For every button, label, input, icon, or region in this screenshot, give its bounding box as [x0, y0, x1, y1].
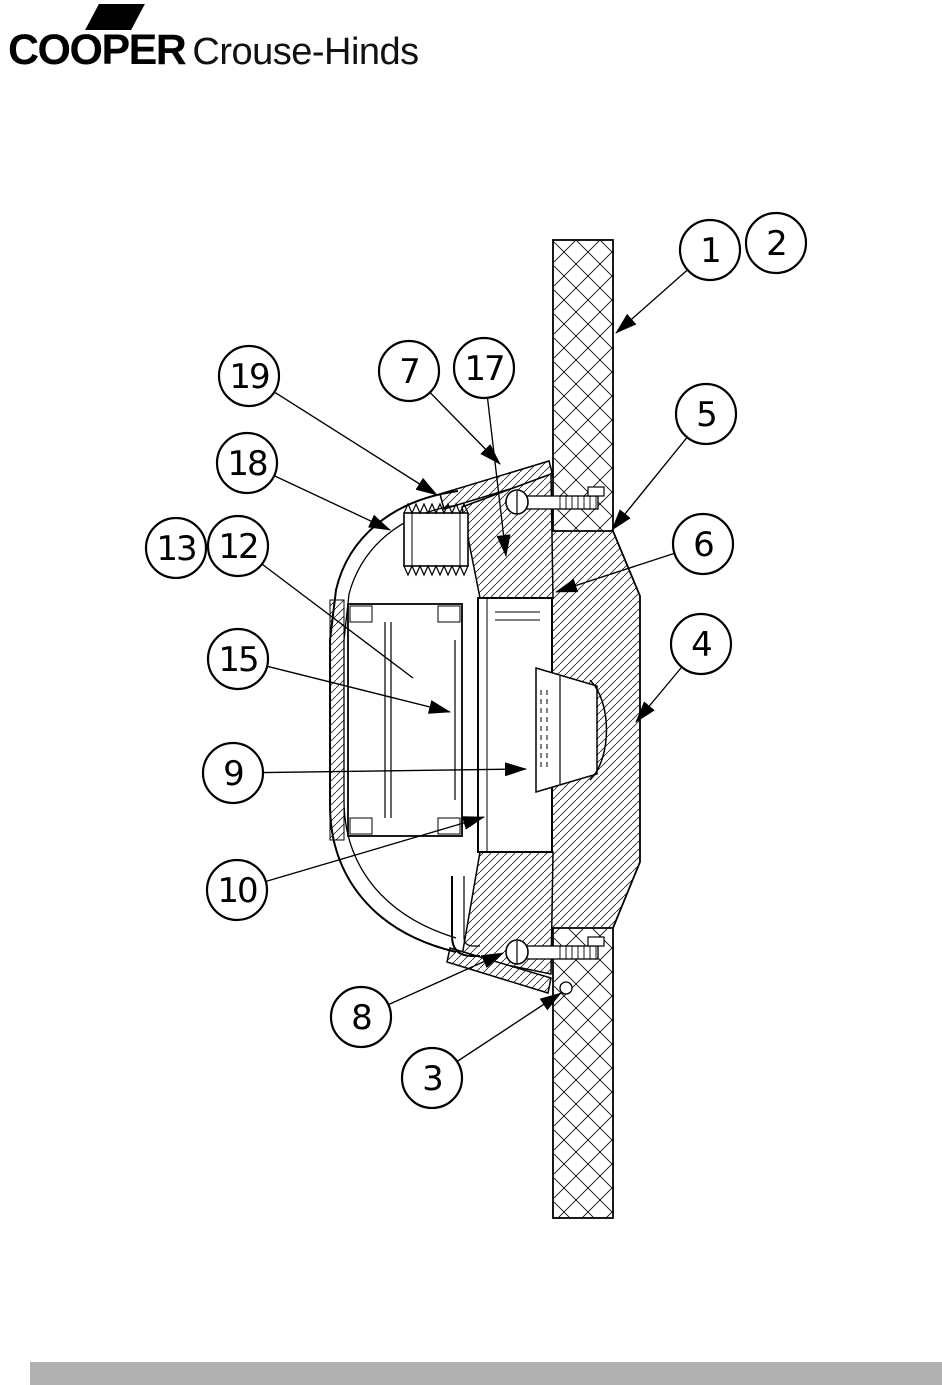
- callout-balloon-15: 15: [206, 627, 270, 691]
- footer-bar: [30, 1362, 942, 1385]
- callout-balloon-19: 19: [217, 344, 281, 408]
- callout-balloon-4: 4: [669, 612, 733, 676]
- balloon-label-18: 18: [227, 444, 267, 484]
- balloon-label-5: 5: [696, 395, 716, 435]
- balloon-label-13: 13: [156, 529, 195, 569]
- logo-subbrand-text: Crouse-Hinds: [192, 31, 419, 73]
- balloon-circle-4: [669, 612, 733, 676]
- balloon-circle-18: [215, 431, 279, 495]
- balloon-circle-12: [206, 514, 270, 578]
- top-cover-plate: [439, 460, 554, 510]
- balloon-label-17: 17: [464, 349, 503, 389]
- lamp-reflector: [535, 666, 608, 794]
- leader-line-12: [237, 545, 414, 679]
- callout-balloon-6: 6: [671, 512, 735, 576]
- lower-neck-section: [461, 851, 554, 975]
- bottom-screw: [505, 936, 605, 965]
- balloon-circle-9: [201, 741, 265, 805]
- balloon-circle-7: [377, 339, 441, 403]
- balloon-label-6: 6: [693, 525, 713, 565]
- mounting-clip: [451, 876, 480, 957]
- balloon-label-1: 1: [700, 231, 720, 271]
- callout-balloon-18: 18: [215, 431, 279, 495]
- balloon-label-12: 12: [218, 527, 257, 567]
- logo-brand-text: COOPER: [8, 26, 187, 74]
- callout-balloon-2: 2: [744, 211, 808, 275]
- balloon-circle-19: [217, 344, 281, 408]
- callout-balloon-7: 7: [377, 339, 441, 403]
- callout-balloon-13: 13: [144, 516, 208, 580]
- callout-balloon-10: 10: [205, 858, 269, 922]
- balloon-label-3: 3: [422, 1059, 442, 1099]
- balloon-label-4: 4: [691, 625, 711, 665]
- balloon-circle-10: [205, 858, 269, 922]
- top-screw: [505, 486, 605, 515]
- callout-balloon-1: 1: [678, 218, 742, 282]
- conduit-hub: [403, 502, 469, 577]
- leader-line-9: [232, 762, 527, 777]
- logo-group: COOPER Crouse-Hinds: [8, 2, 419, 82]
- callout-balloon-8: 8: [329, 985, 393, 1049]
- callout-balloon-12: 12: [206, 514, 270, 578]
- balloon-label-15: 15: [218, 640, 257, 680]
- balloon-label-8: 8: [351, 998, 371, 1038]
- leader-line-19: [248, 375, 438, 496]
- leader-line-17: [483, 367, 511, 557]
- balloon-circle-5: [674, 382, 738, 446]
- balloon-label-2: 2: [766, 224, 786, 264]
- balloon-circle-1: [678, 218, 742, 282]
- logo-text: COOPER Crouse-Hinds: [8, 26, 419, 75]
- callout-balloon-17: 17: [452, 336, 516, 400]
- balloon-circle-2: [744, 211, 808, 275]
- balloon-circle-17: [452, 336, 516, 400]
- leader-line-10: [236, 816, 485, 891]
- balloon-circle-8: [329, 985, 393, 1049]
- ballast-housing: [347, 603, 463, 837]
- balloon-circle-13: [144, 516, 208, 580]
- balloon-label-19: 19: [229, 357, 269, 397]
- balloon-label-10: 10: [217, 871, 257, 911]
- retaining-pin: [559, 981, 573, 995]
- balloon-circle-6: [671, 512, 735, 576]
- callout-balloon-3: 3: [400, 1046, 464, 1110]
- balloon-circle-15: [206, 627, 270, 691]
- callout-balloon-5: 5: [674, 382, 738, 446]
- callout-balloon-9: 9: [201, 741, 265, 805]
- balloon-circle-3: [400, 1046, 464, 1110]
- balloon-label-9: 9: [223, 754, 243, 794]
- balloon-label-7: 7: [399, 352, 419, 392]
- leader-line-15: [237, 658, 451, 714]
